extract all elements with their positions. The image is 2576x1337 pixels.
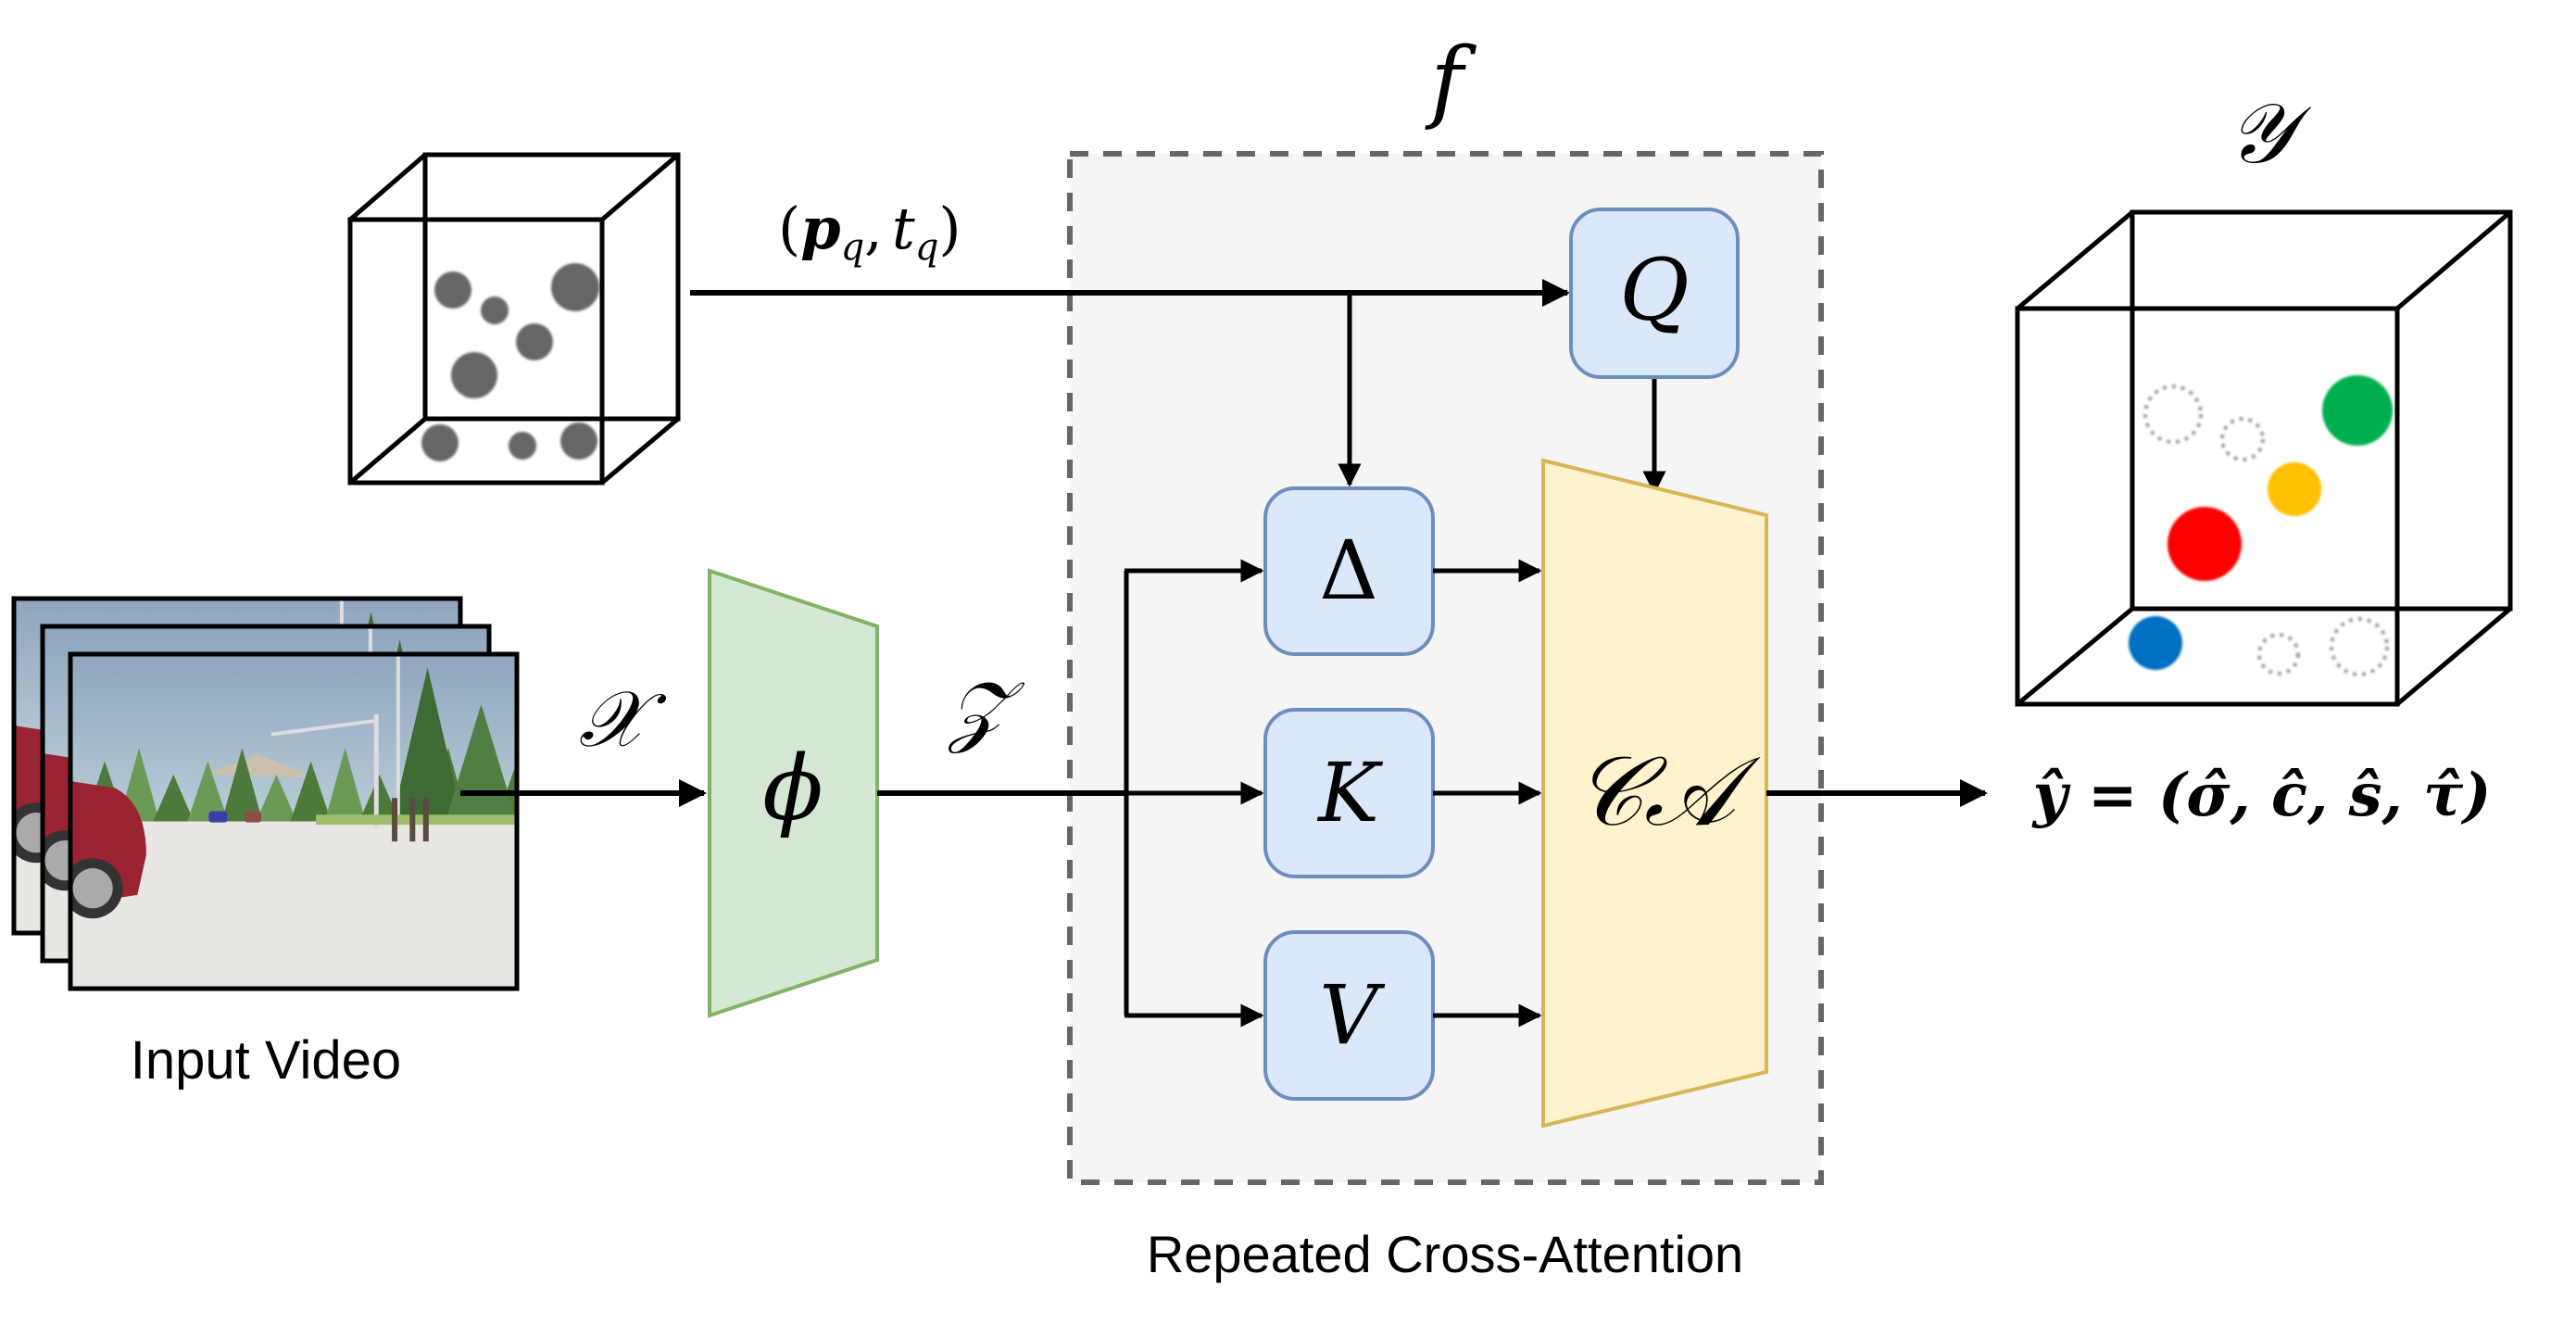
query-point	[434, 271, 471, 309]
output-formula: ŷ = (σ̂, ĉ, ŝ, τ̂)	[2031, 761, 2492, 830]
predicted-point	[2268, 462, 2321, 516]
latent-label: 𝒵	[947, 664, 1025, 755]
query-point	[509, 432, 536, 460]
input-video	[11, 596, 520, 991]
v-box: V	[1263, 930, 1435, 1101]
query-label: (pq,tq)	[778, 195, 961, 269]
v-label: V	[1319, 967, 1386, 1063]
query-point	[481, 296, 509, 324]
delta-label: Δ	[1319, 523, 1378, 618]
empty-point	[2330, 617, 2389, 676]
function-label: f	[1425, 29, 1476, 132]
q-box: Q	[1569, 208, 1740, 379]
video-frame	[70, 654, 517, 989]
predicted-point	[2322, 375, 2393, 446]
encoder-phi	[708, 568, 879, 1018]
query-point	[451, 352, 497, 398]
input-space-label: 𝒳	[579, 674, 667, 764]
empty-point	[2220, 417, 2265, 461]
query-point	[551, 263, 599, 311]
query-point	[516, 323, 553, 360]
empty-point	[2257, 633, 2300, 675]
predicted-point	[2168, 507, 2242, 581]
empty-point	[2143, 385, 2203, 444]
output-space-label: 𝒴	[2228, 85, 2312, 183]
query-points-cube	[347, 152, 681, 486]
query-point	[560, 423, 597, 460]
output-cube	[2015, 209, 2513, 707]
query-point	[421, 424, 459, 461]
delta-box: Δ	[1263, 486, 1435, 656]
k-label: K	[1316, 745, 1383, 840]
q-label: Q	[1619, 241, 1689, 340]
input-video-caption: Input Video	[131, 1030, 401, 1091]
cross-attention-block	[1541, 458, 1768, 1129]
module-caption: Repeated Cross-Attention	[1147, 1225, 1743, 1283]
cross-attention-label: 𝒞𝒜	[1574, 735, 1762, 848]
k-box: K	[1263, 708, 1435, 878]
encoder-symbol: ϕ	[762, 737, 823, 840]
predicted-point	[2129, 616, 2182, 670]
